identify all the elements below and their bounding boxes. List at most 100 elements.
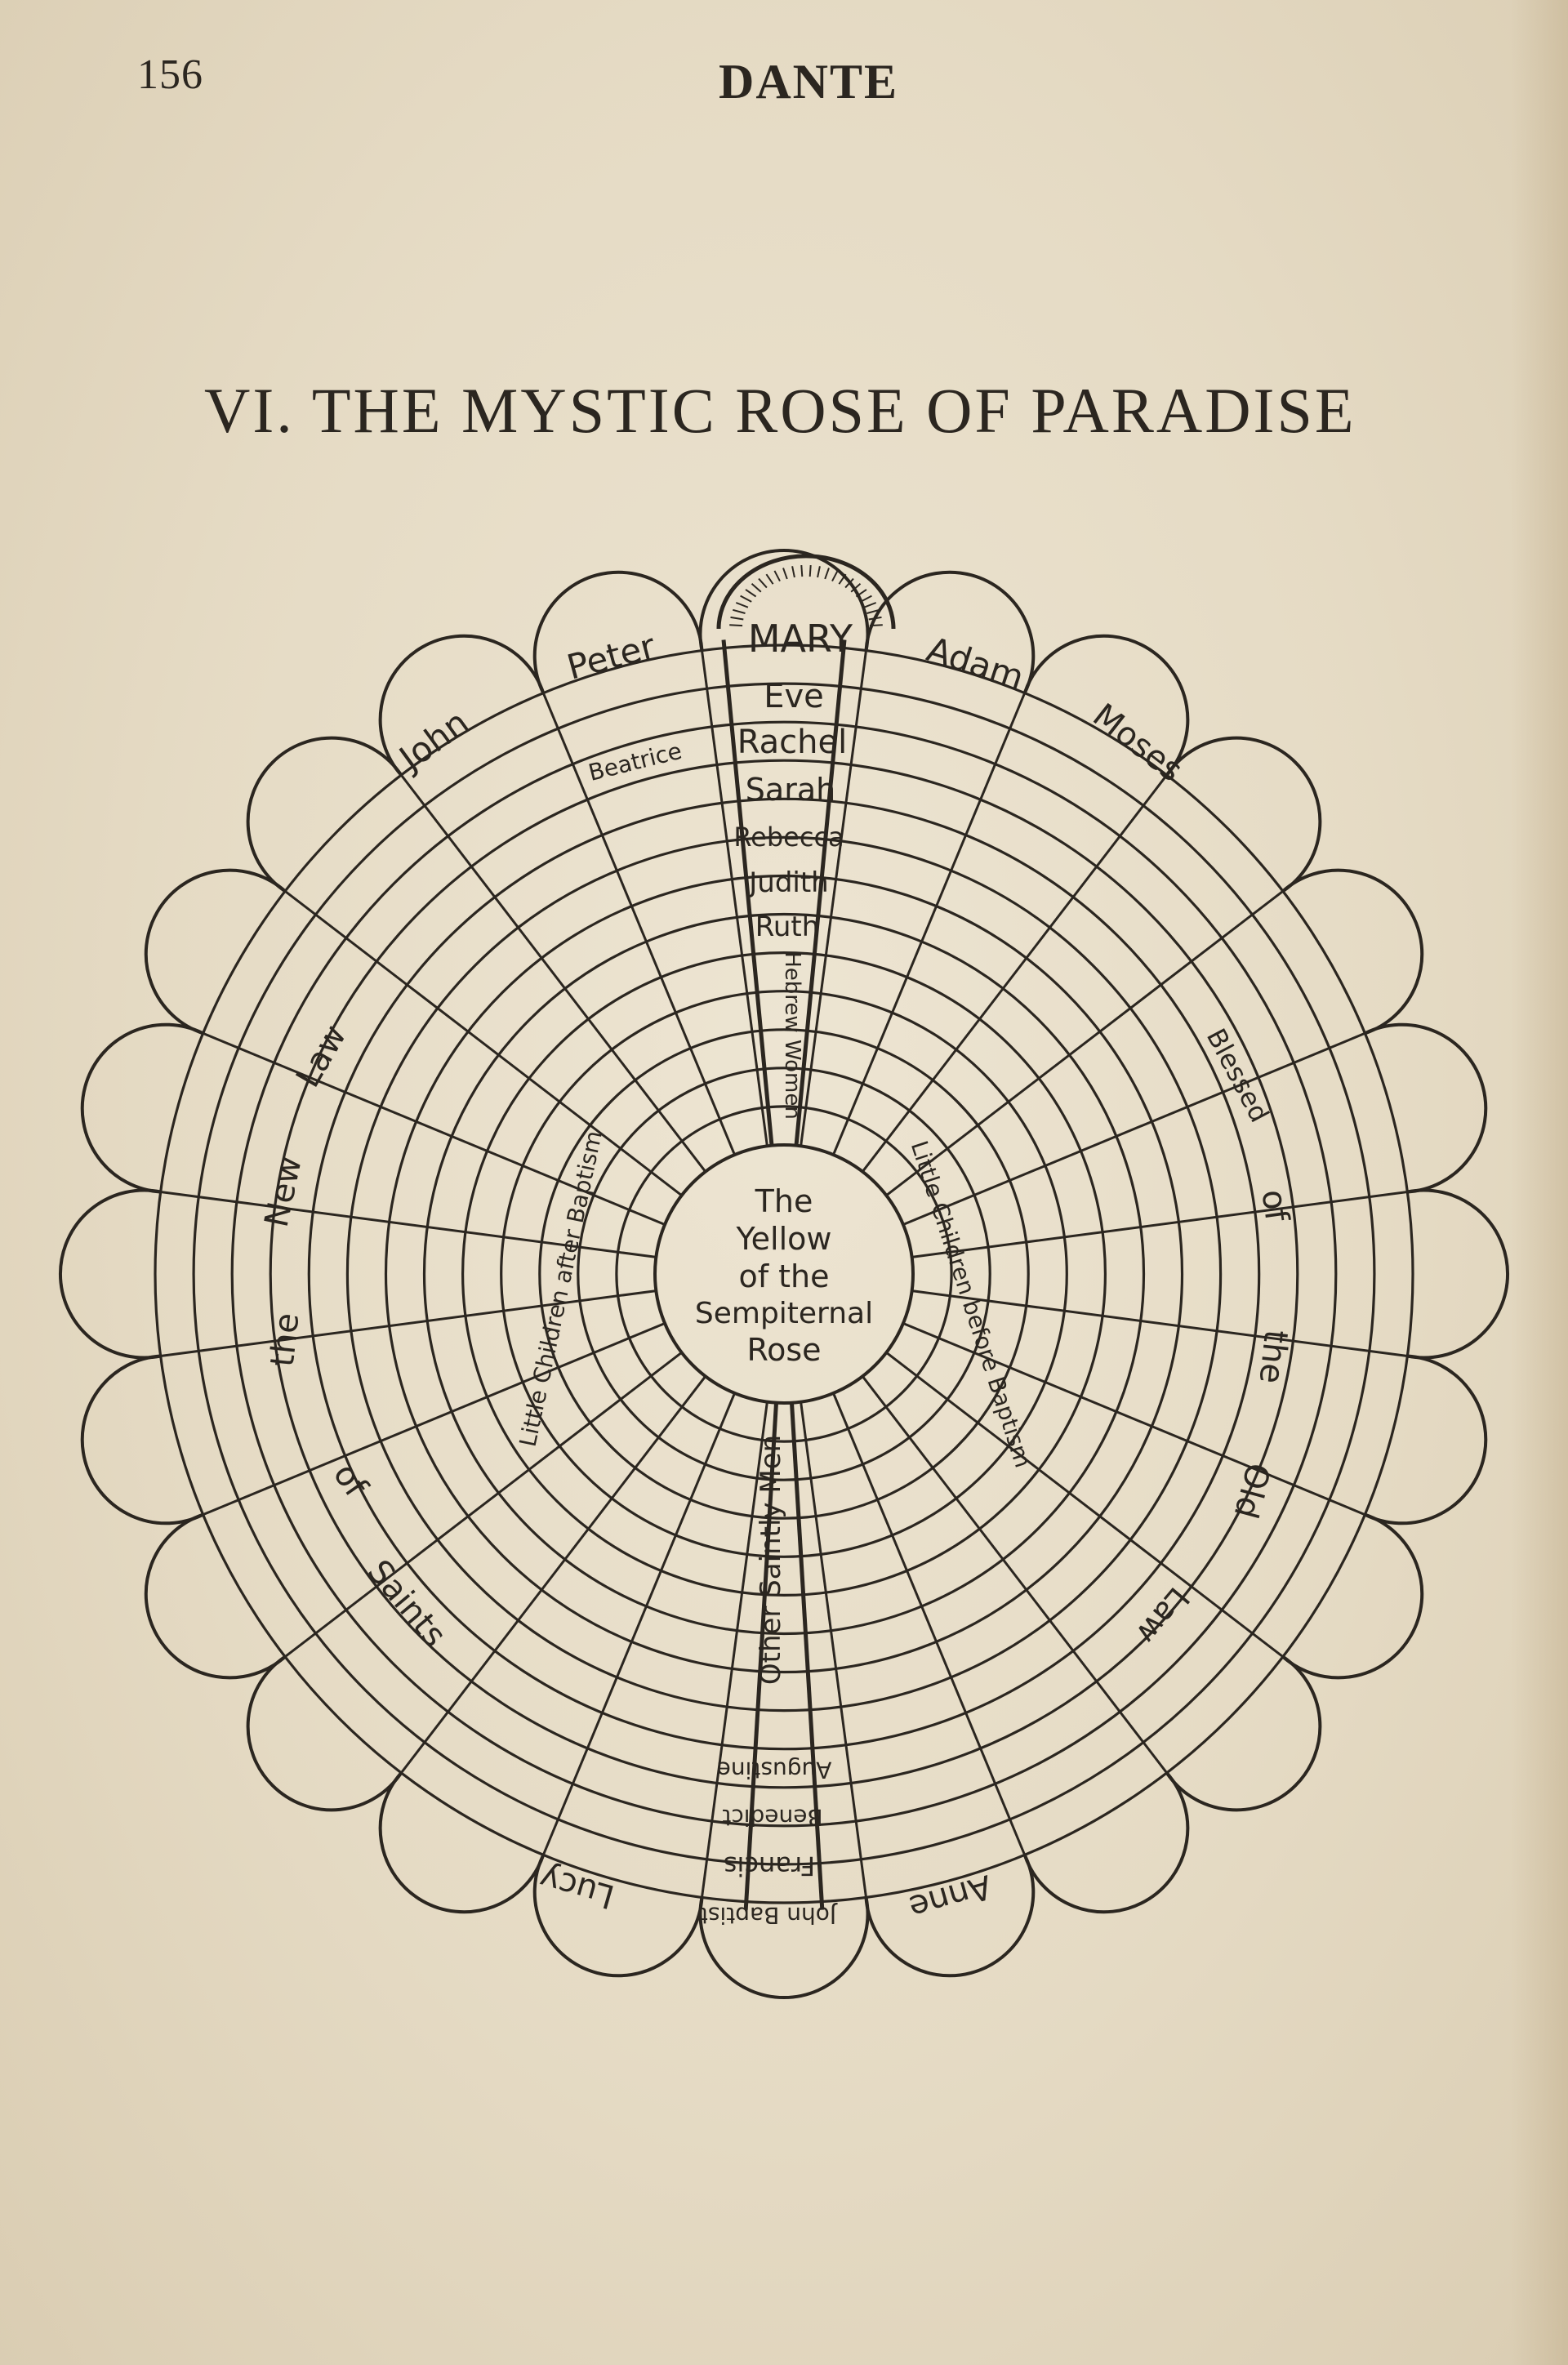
left-label-the: the [264,1312,307,1369]
left-label-of: of [326,1457,375,1505]
rose-radial-line [832,1392,1027,1855]
center-label-line-4: Sempiternal [695,1297,873,1330]
crown-hatch [866,608,880,614]
rose-radial-line [800,1401,867,1898]
rose-petal [864,1854,1036,1978]
rose-radial-line [885,1352,1284,1658]
chapter-title: VI. THE MYSTIC ROSE OF PARADISE [204,375,1356,446]
adam-label: Adam [922,629,1029,697]
john-label: John [390,702,476,780]
rose-petal [1364,1022,1488,1194]
crown-hatch [782,568,788,580]
peter-label: Peter [563,626,660,688]
rose-petal [378,634,546,777]
rose-ring [307,797,1261,1751]
rose-petal [378,1771,546,1914]
running-head: DANTE [718,55,899,109]
crown-hatch [817,566,821,578]
page-number: 156 [137,51,203,98]
sarah-label: Sarah [746,772,835,808]
rose-radial-line [400,774,706,1173]
rose-petal [1022,634,1190,777]
center-label-line-5: Rose [746,1332,821,1368]
rose-structure [59,549,1509,1999]
crown-hatch [850,583,862,593]
center-label-line-3: of the [738,1258,829,1294]
column-boundary-line [743,1402,778,1910]
right-label-of: of [1254,1187,1295,1224]
rose-ring [345,835,1223,1713]
crown-hatch [868,616,882,621]
augustine-label: Augustine [717,1757,832,1784]
rose-petal [80,1022,204,1194]
rose-radial-line [885,890,1284,1196]
rose-radial-line [800,650,867,1147]
john-baptist-label: John Baptist [699,1902,838,1929]
rose-ring [384,874,1184,1674]
rose-petal [80,1354,204,1525]
rachel-label: Rachel [737,724,848,761]
crown-hatch [735,602,749,608]
rose-petal [1407,1188,1509,1360]
rose-petal [246,736,403,893]
rose-ring [653,1143,915,1405]
rose-petal [144,868,287,1036]
column-boundary-line [721,639,774,1146]
crown-hatch [751,583,762,593]
crown-hatch [824,568,830,580]
rose-petal [144,1512,287,1680]
crown-hatch [765,573,774,585]
crown-hatch [844,577,854,589]
anne-label: Anne [905,1867,996,1926]
rose-radial-line [160,1191,657,1258]
crown-hatch [740,595,752,603]
right-label-old: Old [1227,1459,1277,1523]
center-label-line-2: Yellow [736,1221,832,1257]
rose-petal [1281,868,1424,1036]
crown-hatch [808,565,812,577]
mary-label: MARY [748,617,853,661]
column-boundary-line [794,639,847,1146]
left-label-saints: Saints [360,1553,453,1655]
crown-hatch [729,624,743,627]
rose-petal [1165,1655,1322,1812]
rose-radial-line [911,1191,1408,1258]
judith-label: Judith [747,866,828,899]
rose-petal [1364,1354,1488,1525]
rose-ring [461,951,1107,1597]
other-saintly-men-label: Other Saintly Men [755,1435,787,1685]
crown-hatch [791,566,795,578]
crown-hatch [800,565,804,577]
rose-ring [230,720,1338,1828]
crown-hatch [773,570,781,582]
rose-petal [1165,736,1322,893]
crown-hatch [831,570,839,582]
benedict-label: Benedict [722,1804,822,1831]
crown-hatch [855,589,867,598]
rose-radial-line [701,1401,768,1898]
left-label-law: Law [289,1019,354,1094]
hebrew-women-label: Hebrew Women [780,951,804,1120]
rose-radial-line [203,1031,666,1226]
rebecca-label: Rebecca [733,822,844,853]
crown-hatch [863,602,877,608]
left-label-new: New [258,1153,310,1231]
rose-radial-line [541,1392,736,1855]
rose-petal [1022,1771,1190,1914]
rose-petal [532,570,704,694]
crown-hatch [758,577,768,589]
rose-ring [538,1028,1030,1520]
rose-petal [532,1854,704,1978]
rose-radial-line [284,1352,683,1658]
rose-petal [59,1188,161,1360]
rose-radial-line [701,650,768,1147]
center-label-line-1: The [755,1183,813,1219]
rose-petal [1281,1512,1424,1680]
rose-petal [864,570,1036,694]
rose-radial-line [832,693,1027,1156]
page-edge-shadow [1511,0,1568,2365]
rose-ring [500,990,1068,1558]
eve-label: Eve [764,678,824,715]
